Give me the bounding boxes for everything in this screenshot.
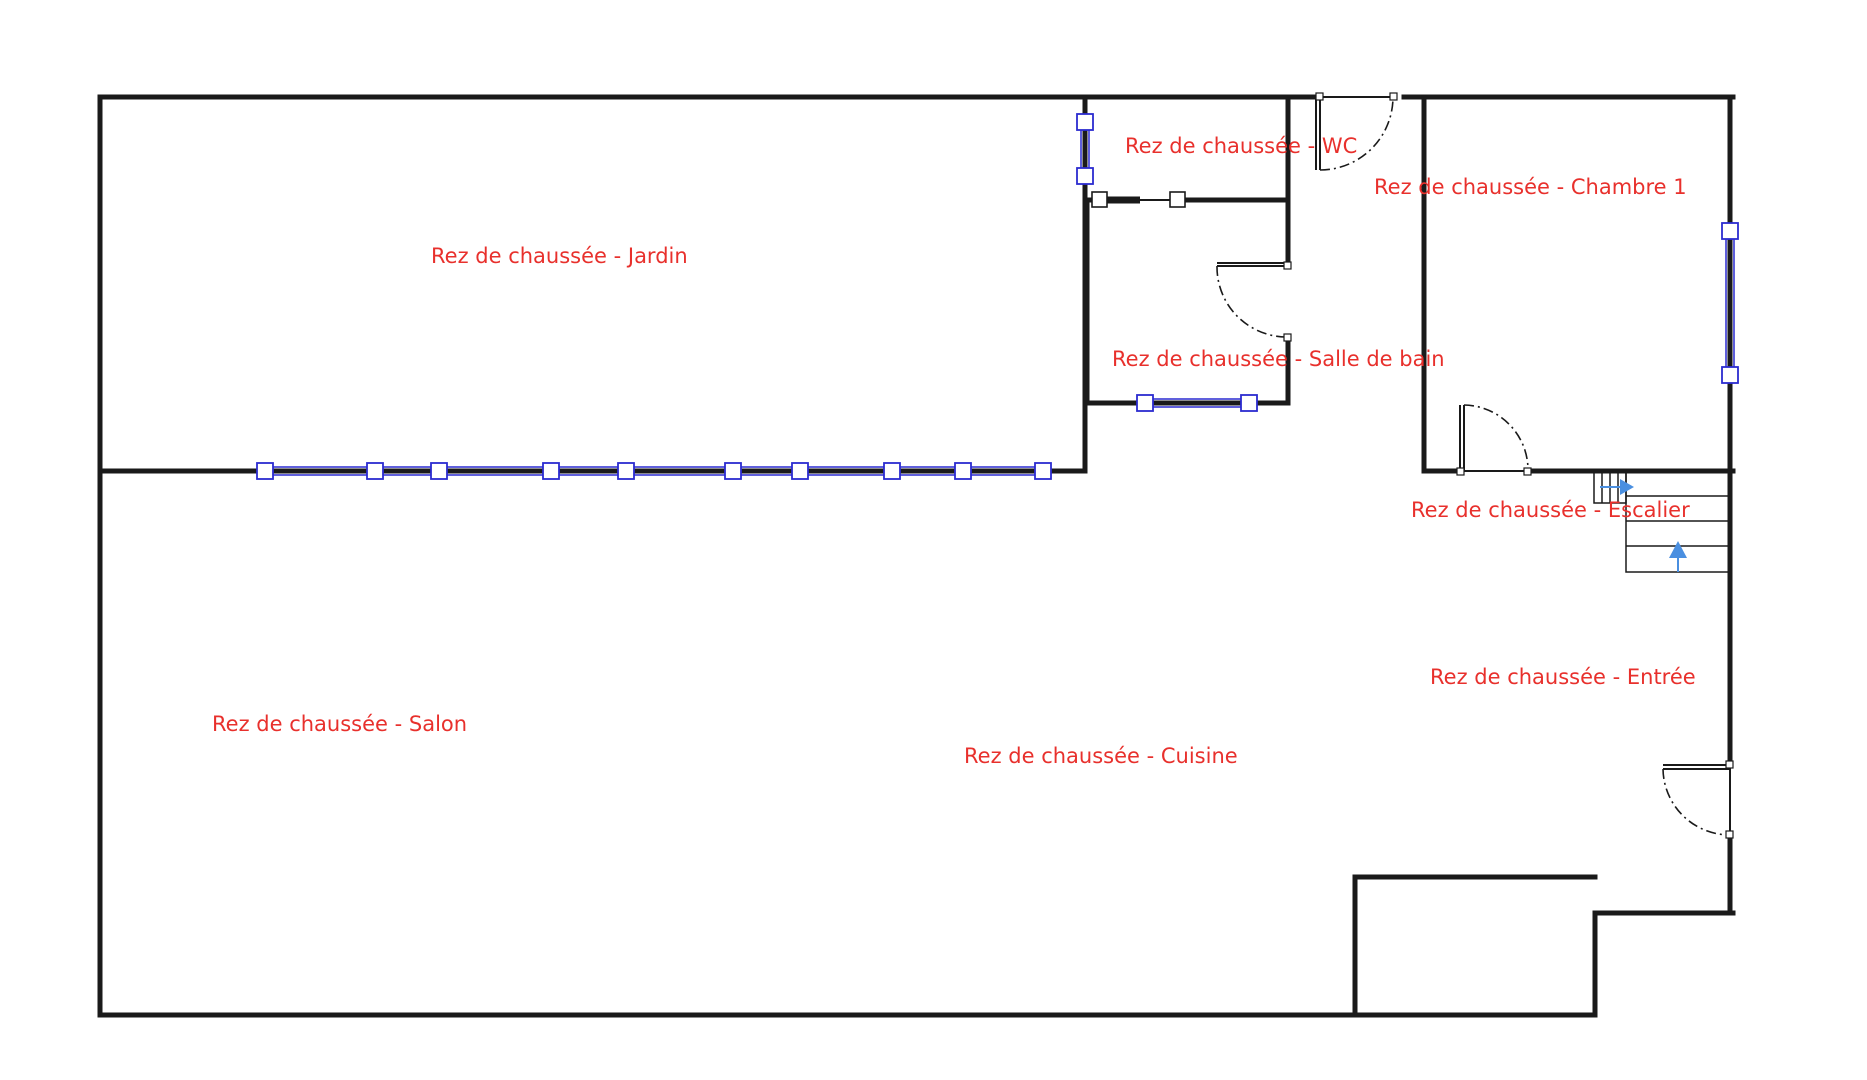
label-jardin: Rez de chaussée - Jardin xyxy=(431,244,688,268)
stairs xyxy=(1593,470,1731,573)
label-wc: Rez de chaussée - WC xyxy=(1125,134,1357,158)
window-chambre xyxy=(1721,222,1739,384)
windows xyxy=(256,113,1739,480)
label-entree: Rez de chaussée - Entrée xyxy=(1430,665,1696,689)
window-bathroom xyxy=(1136,394,1258,412)
door-wc xyxy=(1315,92,1398,171)
label-salon: Rez de chaussée - Salon xyxy=(212,712,467,736)
door-wc-partition xyxy=(1091,191,1186,208)
walls xyxy=(97,94,1736,1018)
stair-arrow-up-icon xyxy=(1669,541,1687,558)
stair-arrow-right-icon xyxy=(1620,479,1634,495)
room-labels: Rez de chaussée - Jardin Rez de chaussée… xyxy=(212,134,1696,768)
door-bathroom xyxy=(1216,261,1292,342)
door-entrance xyxy=(1662,760,1734,839)
window-wc xyxy=(1076,113,1094,185)
doors xyxy=(1091,92,1734,839)
label-cuisine: Rez de chaussée - Cuisine xyxy=(964,744,1238,768)
window-row-jardin xyxy=(256,462,1052,480)
label-chambre-1: Rez de chaussée - Chambre 1 xyxy=(1374,175,1687,199)
label-escalier: Rez de chaussée - Escalier xyxy=(1411,498,1690,522)
label-salle-de-bain: Rez de chaussée - Salle de bain xyxy=(1112,347,1445,371)
door-chambre xyxy=(1456,404,1532,476)
